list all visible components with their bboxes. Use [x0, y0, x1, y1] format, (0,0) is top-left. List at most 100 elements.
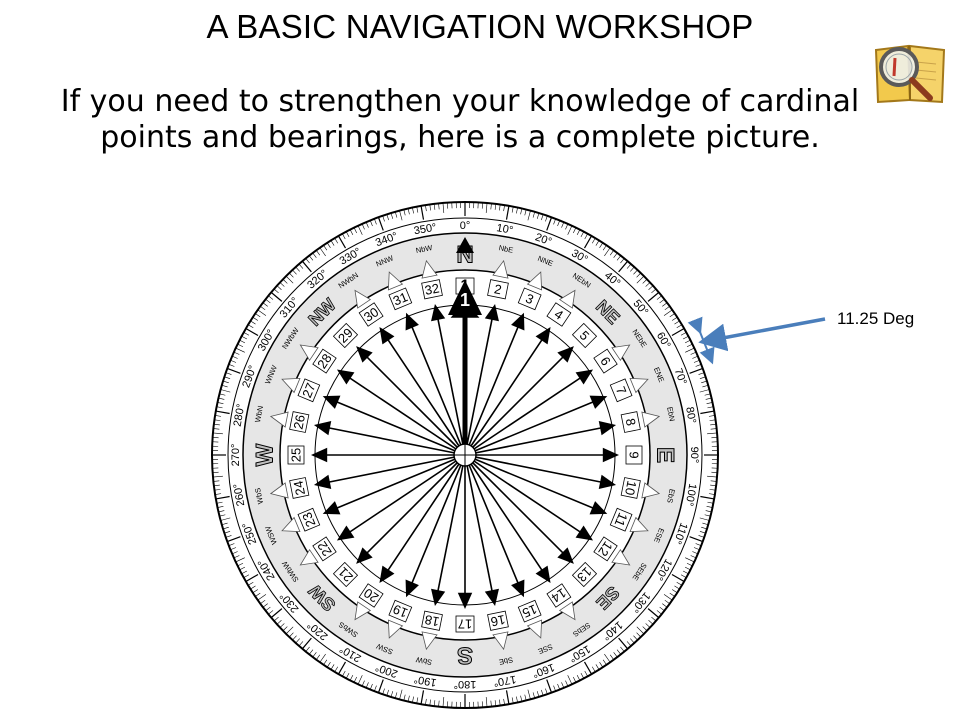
degree-tick	[349, 674, 354, 681]
bearing-spoke	[361, 351, 466, 456]
degree-tick	[676, 581, 683, 586]
point-number: 19	[391, 601, 410, 620]
degree-tick	[674, 585, 680, 590]
degree-tick	[520, 695, 523, 702]
degree-tick	[706, 402, 713, 404]
degree-tick	[613, 652, 618, 658]
degree-tick	[337, 235, 347, 249]
spoke-arrowhead	[405, 579, 419, 598]
spoke-arrowhead	[598, 474, 617, 489]
spoke-arrowhead	[589, 501, 608, 515]
point-triangle	[558, 289, 576, 309]
degree-tick	[382, 215, 385, 222]
degree-tick	[626, 641, 632, 647]
degree-tick	[527, 689, 531, 700]
degree-tick	[689, 367, 703, 374]
degree-tick	[420, 205, 425, 220]
degree-tick	[235, 347, 245, 353]
degree-tick	[221, 384, 228, 388]
degree-tick	[616, 649, 621, 655]
degree-tick	[532, 692, 536, 699]
point-triangle	[354, 601, 372, 621]
degree-tick	[292, 269, 297, 275]
degree-tick	[295, 638, 300, 644]
degree-tick	[353, 227, 357, 234]
bearing-spoke	[464, 425, 609, 456]
degree-tick	[233, 555, 240, 559]
degree-tick	[230, 547, 237, 551]
degree-tick	[220, 389, 231, 393]
degree-tick	[218, 510, 225, 513]
degree-tick	[686, 563, 693, 567]
degree-tick	[704, 393, 711, 396]
degree-tick	[221, 522, 228, 526]
degree-tick	[265, 606, 271, 611]
degree-tick	[214, 419, 221, 421]
degree-tick	[282, 279, 288, 284]
degree-tick	[511, 206, 514, 213]
bearing-spoke	[343, 454, 466, 537]
degree-tick	[685, 557, 695, 563]
spoke-arrowhead	[336, 525, 355, 541]
degree-tick	[213, 423, 220, 426]
degree-tick	[228, 364, 235, 367]
point-number-frame	[332, 322, 359, 349]
degree-tick	[247, 581, 254, 586]
point-number-box: 13	[571, 561, 598, 588]
point-number-box: 4	[546, 302, 572, 327]
degree-tick	[442, 202, 445, 213]
point-number-box: 22	[312, 536, 337, 562]
degree-tick	[309, 255, 314, 261]
degree-label: 190°	[413, 673, 438, 689]
point-number-frame	[421, 610, 443, 631]
point-number-box: 2	[487, 279, 509, 300]
degree-tick	[707, 475, 718, 478]
degree-tick	[217, 506, 224, 508]
degree-tick	[663, 309, 673, 316]
degree-tick	[301, 260, 312, 273]
degree-label: 170°	[493, 673, 518, 689]
degree-tick	[567, 225, 573, 235]
point-number-box: 29	[332, 322, 359, 349]
cardinal-letter-s: S	[457, 642, 473, 669]
degree-tick	[429, 699, 431, 706]
point-number: 27	[299, 381, 318, 400]
point-number-frame	[312, 348, 337, 374]
degree-tick	[630, 266, 635, 272]
degree-tick	[394, 211, 398, 218]
cardinal-letter-w: W	[252, 443, 279, 466]
degree-tick	[680, 332, 687, 336]
degree-tick	[438, 700, 440, 707]
degree-tick	[698, 372, 705, 375]
point-number-box: 8	[620, 411, 641, 433]
degree-tick	[239, 339, 246, 344]
degree-tick	[490, 700, 492, 707]
degree-tick	[295, 266, 300, 272]
degree-tick	[602, 659, 607, 665]
bearing-spoke	[435, 454, 466, 599]
slide-title: A BASIC NAVIGATION WORKSHOP	[206, 8, 754, 45]
book-magnifier-icon[interactable]	[872, 40, 948, 110]
degree-label: 90°	[688, 447, 700, 464]
point-number-box: 28	[312, 348, 337, 374]
spoke-arrowhead	[405, 312, 419, 331]
degree-tick	[651, 616, 657, 622]
degree-tick	[595, 240, 600, 246]
degree-tick	[330, 664, 335, 670]
degree-tick	[429, 204, 431, 211]
degree-tick	[305, 258, 310, 264]
degree-tick	[342, 670, 346, 677]
point-number-frame	[332, 561, 359, 588]
degree-tick	[257, 309, 267, 316]
degree-tick	[656, 610, 662, 615]
point-number: 22	[314, 539, 335, 559]
degree-tick	[633, 635, 638, 641]
degree-tick	[516, 207, 518, 214]
cardinal-letter-e: E	[652, 447, 679, 463]
point-triangle	[354, 289, 372, 309]
degree-tick	[270, 608, 283, 619]
degree-tick	[647, 608, 660, 619]
degree-tick	[357, 675, 363, 685]
degree-tick	[545, 215, 548, 222]
degree-tick	[524, 209, 527, 216]
